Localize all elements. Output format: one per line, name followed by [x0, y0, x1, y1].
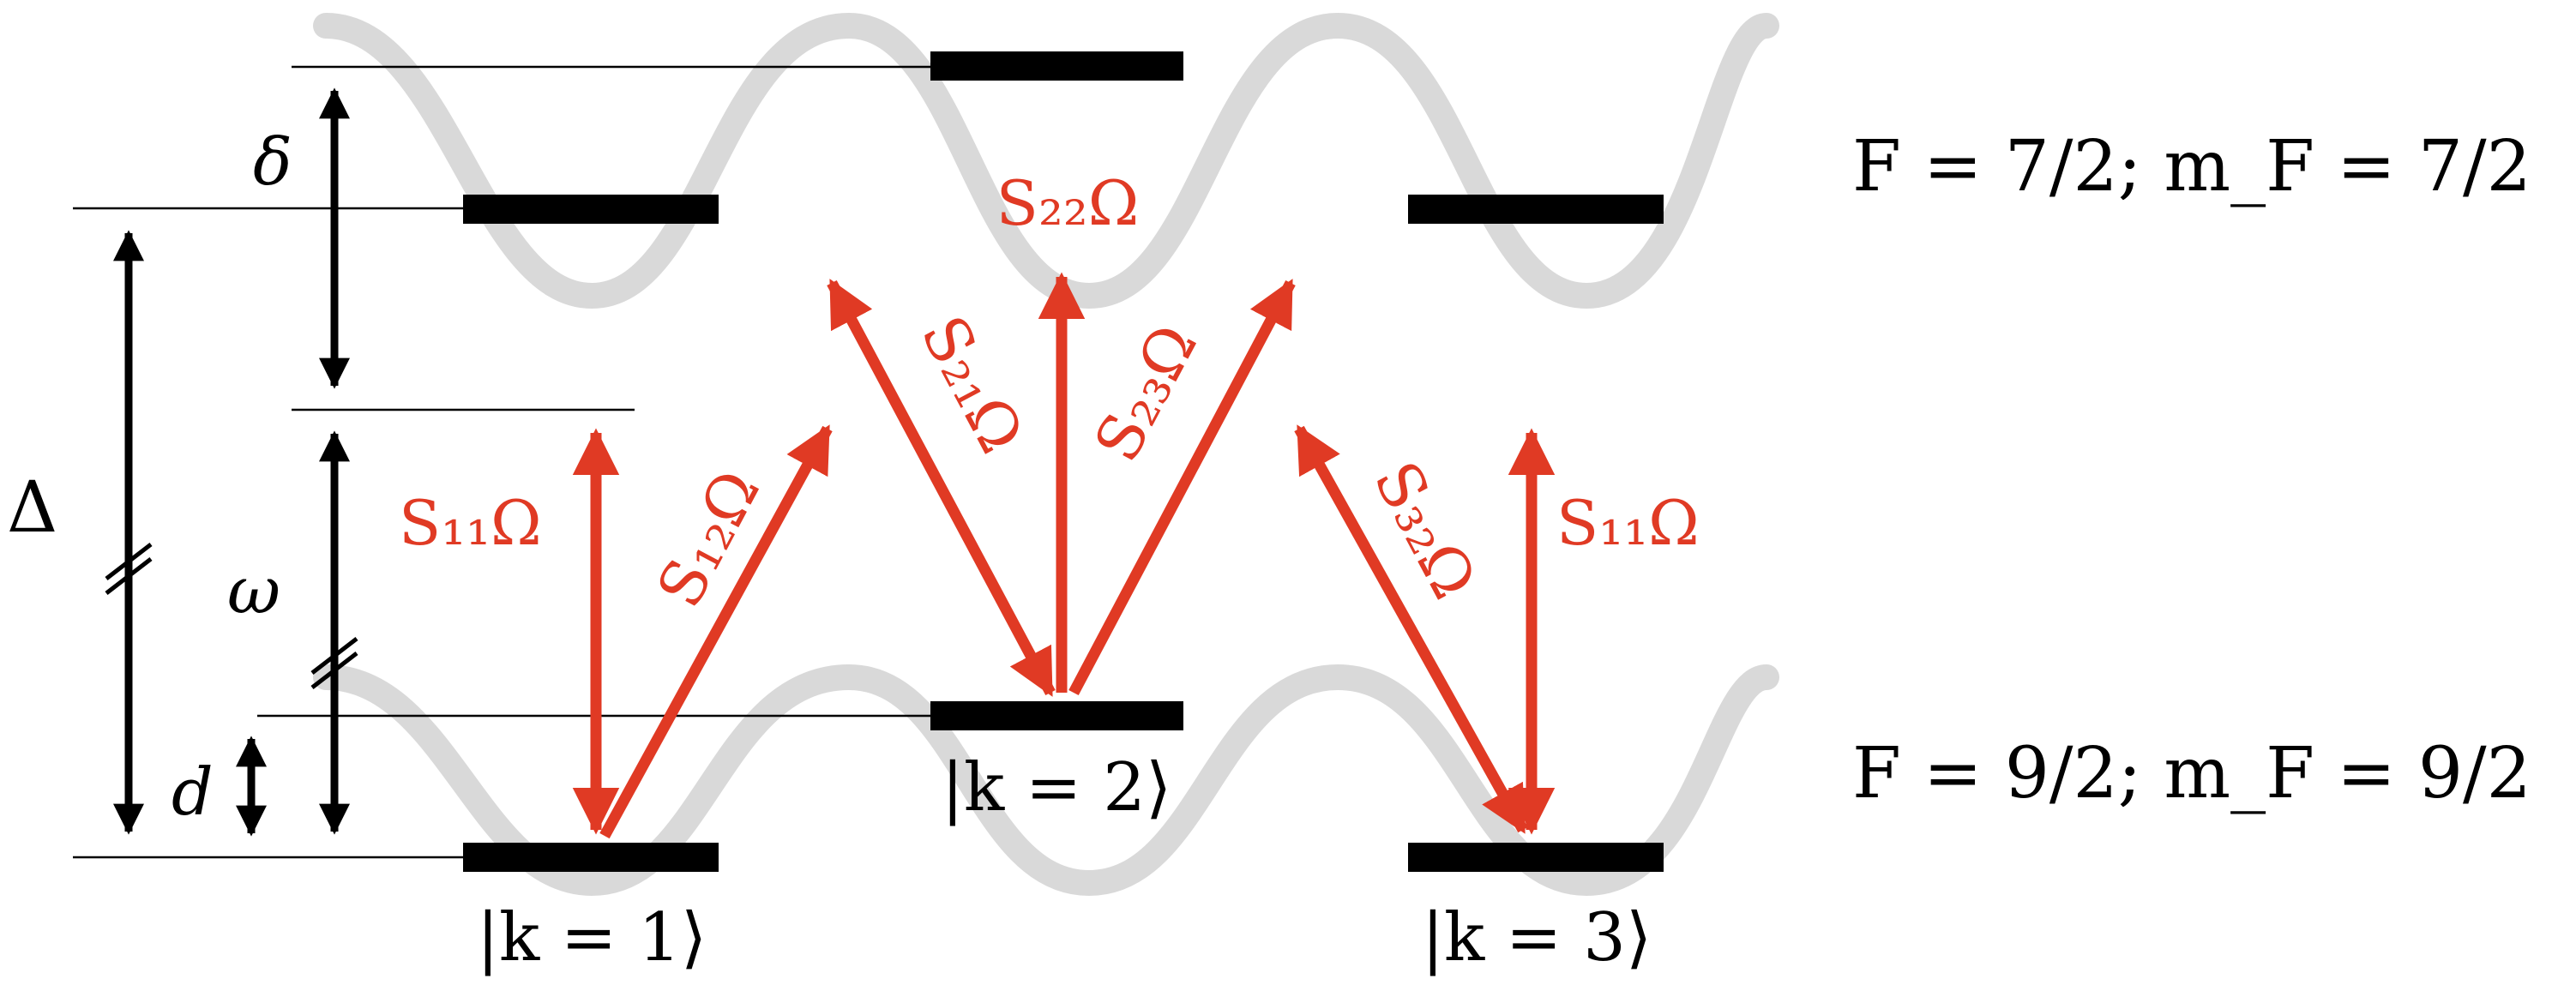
energy-scale-arrows [113, 87, 350, 837]
coupling-label-S22: S₂₂Ω [996, 167, 1140, 239]
d-label: d [172, 754, 214, 830]
coupling-arrow-S23 [1068, 279, 1296, 696]
Delta-label: Δ [7, 467, 57, 549]
coupling-label-S23: S₂₃Ω [1080, 313, 1211, 473]
coupling-label-S32: S₃₂Ω [1360, 450, 1490, 610]
coupling-label-S11-right: S₁₁Ω [1556, 487, 1700, 559]
upper-lattice-potential [313, 12, 1779, 309]
excited-manifold-label: F = 7/2; m_F = 7/2 [1852, 126, 2531, 207]
ground-level-site-3 [1408, 843, 1664, 872]
omega-label: ω [227, 552, 280, 628]
delta-label: δ [253, 123, 292, 200]
reference-lines [73, 65, 930, 859]
lower-lattice-potential [313, 664, 1779, 897]
excited-level-site-2 [930, 51, 1183, 81]
axis-break-marks [105, 543, 358, 689]
ket-label-k1: |k = 1⟩ [477, 899, 707, 976]
excited-level-site-1 [463, 195, 719, 224]
energy-levels [463, 51, 1664, 872]
ground-level-site-2 [930, 701, 1183, 730]
coupling-label-S11-left: S₁₁Ω [399, 487, 542, 559]
coupling-arrow-S32 [1294, 424, 1528, 834]
ground-level-site-1 [463, 843, 719, 872]
excited-level-site-3 [1408, 195, 1664, 224]
coupling-label-S21: S₂₁Ω [907, 304, 1038, 465]
coupling-arrow-S21 [827, 279, 1056, 697]
coupling-arrows [572, 272, 1556, 839]
ket-label-k3: |k = 3⟩ [1422, 899, 1652, 976]
coupling-arrow-S12 [599, 424, 833, 839]
coupling-label-S12: S₁₂Ω [643, 459, 773, 619]
ket-label-k2: |k = 2⟩ [942, 749, 1172, 826]
ground-manifold-label: F = 9/2; m_F = 9/2 [1852, 733, 2531, 814]
